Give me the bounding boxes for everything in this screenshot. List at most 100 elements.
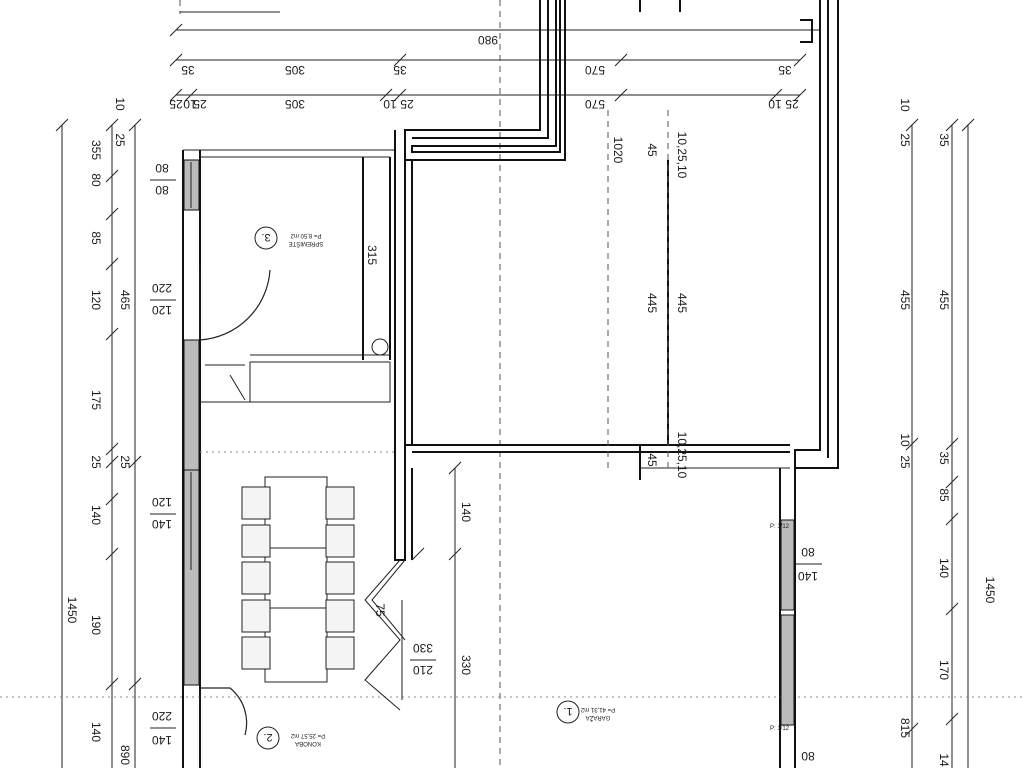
left-dimension-lines: 1450 465 890 10 25 355 80 85 120 175 25 …	[55, 97, 142, 768]
dim-left-c0: 10	[113, 97, 127, 111]
w3-bottom: 140	[798, 569, 818, 583]
dim-left-c4: 85	[89, 231, 103, 245]
dim-left-c6: 175	[89, 390, 103, 410]
dim-top-r1-3: 570	[585, 63, 605, 77]
chair	[325, 636, 355, 670]
dim-1020: 1020	[611, 137, 625, 164]
interior-dimensions: 1020 45 445 445 10,25,10 10,25,10 45 315…	[365, 132, 689, 768]
w2-bottom: 140	[152, 517, 172, 531]
dim-top-r2-8: 25	[785, 97, 799, 111]
chair	[241, 599, 271, 633]
dim-right-mid-top: 455	[898, 290, 912, 310]
room-number-2: 2.	[263, 731, 272, 743]
room-area-1: P= 41,31 m2	[580, 706, 615, 712]
dim-left-outer: 1450	[65, 597, 79, 624]
dim-right-o0: 35	[937, 133, 951, 147]
upper-walls	[179, 0, 839, 469]
dim-top-overall: 980	[478, 33, 498, 47]
room-area-3: P= 8,50 m2	[290, 232, 322, 238]
dim-top-r2-3: 305	[285, 97, 305, 111]
dim-45b: 45	[645, 453, 659, 467]
w1-top: 80	[155, 161, 169, 175]
doors	[199, 265, 271, 768]
dim-top-r2-2: 25	[193, 97, 207, 111]
dim-right-c0: 10	[898, 98, 912, 112]
building-walls	[0, 110, 1024, 768]
dim-left-c1: 25	[113, 133, 127, 147]
dim-right-o3: 85	[937, 488, 951, 502]
dim-140: 140	[459, 502, 473, 522]
dim-top-r1-0: 35	[181, 63, 195, 77]
dim-right-o2: 35	[937, 451, 951, 465]
dim-top-r2-7: 10	[768, 97, 782, 111]
dim-left-c5: 120	[89, 290, 103, 310]
dim-right-o5: 170	[937, 660, 951, 680]
d3-top: 330	[413, 641, 433, 655]
dim-right-o1: 455	[937, 290, 951, 310]
dim-top-r2-0: 25	[169, 97, 183, 111]
dim-left-c9: 140	[89, 505, 103, 525]
dim-10-25-10-bottom: 10,25,10	[675, 432, 689, 479]
dim-right-c3: 10	[898, 433, 912, 447]
dim-left-mid: 465	[118, 290, 132, 310]
d1-top: 220	[152, 281, 172, 295]
dim-top-r2-5: 25	[400, 97, 414, 111]
top-dimension-lines: 980 35 305 35 570 35 25 10 25 305 10 25 …	[169, 0, 820, 768]
dim-left-c7: 25	[89, 455, 103, 469]
svg-text:P: 1/12: P: 1/12	[770, 726, 790, 732]
room-label-storage: 3. SPREMIŠTE P= 8,50 m2	[254, 226, 324, 250]
folding-door: 75	[364, 559, 406, 711]
room-number-3: 3.	[261, 231, 270, 243]
chair	[241, 636, 271, 670]
dim-left-mid-bottom: 890	[118, 745, 132, 765]
dining-table-set	[241, 476, 355, 683]
w2-top: 120	[152, 495, 172, 509]
dim-10-25-10-top: 10,25,10	[675, 132, 689, 179]
dim-right-c1: 25	[898, 133, 912, 147]
left-windows	[183, 159, 200, 686]
room-number-1: 1.	[563, 705, 572, 717]
dim-top-r1-2: 35	[393, 63, 407, 77]
chair	[325, 524, 355, 558]
dim-right-o4: 140	[937, 558, 951, 578]
chair	[241, 486, 271, 520]
dim-left-c2: 355	[89, 140, 103, 160]
room-name-2: KONOBA	[295, 740, 321, 746]
dim-top-r1-1: 305	[285, 63, 305, 77]
dim-left-c8: 25	[118, 455, 132, 469]
dim-left-c11: 140	[89, 722, 103, 742]
opening-labels: 80 80 220 120 120 140 220 140 330 210 80…	[150, 161, 822, 763]
dim-top-r2-4: 10	[383, 97, 397, 111]
chair	[325, 561, 355, 595]
dim-45a: 45	[645, 143, 659, 157]
dim-stair-75: 75	[373, 603, 387, 617]
dim-left-c3: 80	[89, 173, 103, 187]
room-area-2: P= 25,57 m2	[290, 732, 325, 738]
dim-top-r2-1: 10	[183, 97, 197, 111]
chair	[241, 524, 271, 558]
dim-right-mid-bottom: 815	[898, 718, 912, 738]
w4-top: 80	[801, 749, 815, 763]
dim-445a: 445	[645, 293, 659, 313]
room-label-garage: 1. GARAŽA P= 41,31 m2	[556, 700, 615, 724]
right-dimension-lines: 1450 455 815 10 25 10 25 35 455 35 85 14…	[898, 98, 997, 768]
dim-right-c4: 25	[898, 455, 912, 469]
room-name-3: SPREMIŠTE	[289, 240, 324, 247]
dim-315: 315	[365, 245, 379, 265]
svg-text:P: 1/12: P: 1/12	[770, 524, 790, 530]
d1-bottom: 120	[152, 303, 172, 317]
garage-windows: P: 1/12 P: 1/12	[770, 519, 795, 732]
dim-right-o6: 14	[937, 753, 951, 767]
dim-left-c10: 190	[89, 615, 103, 635]
room-label-konoba: 2. KONOBA P= 25,57 m2	[256, 726, 325, 750]
w3-top: 80	[801, 545, 815, 559]
dining-table	[264, 476, 328, 683]
w1-bottom: 80	[155, 183, 169, 197]
chair	[325, 599, 355, 633]
chair	[241, 561, 271, 595]
dim-top-r2-6: 570	[585, 97, 605, 111]
dim-330: 330	[459, 655, 473, 675]
d3-bottom: 210	[413, 663, 433, 677]
chair	[325, 486, 355, 520]
